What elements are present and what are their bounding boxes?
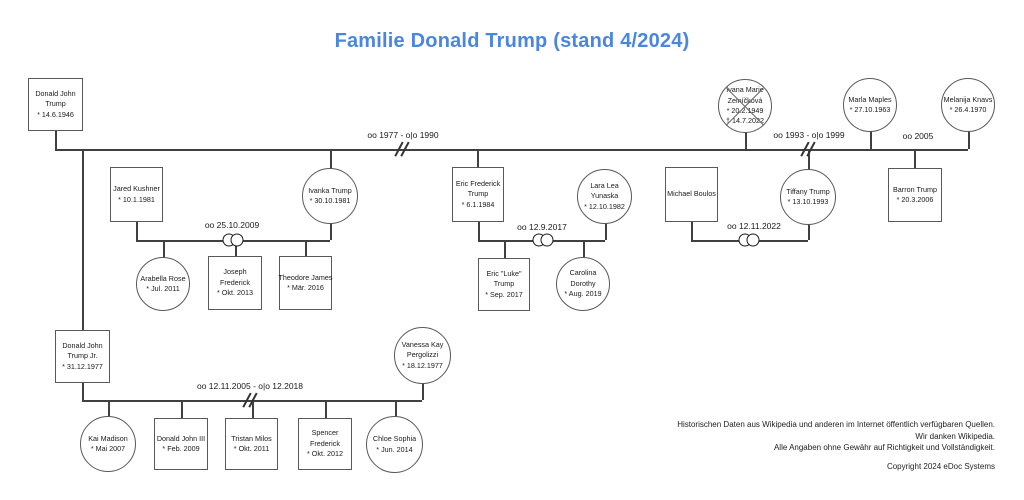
footer-disclaimer-line: Alle Angaben ohne Gewähr auf Richtigkeit… (773, 443, 995, 452)
person-text: Carolina Dorothy * Aug. 2019 (564, 268, 602, 299)
footer-copyright: Copyright 2024 eDoc Systems (886, 461, 995, 471)
connector-line (395, 400, 397, 417)
person-node-donald-john-iii: Donald John III * Feb. 2009 (154, 418, 208, 470)
person-text: Arabella Rose * Jul. 2011 (140, 273, 186, 293)
person-node-tiffany-trump: Tiffany Trump * 13.10.1993 (780, 169, 836, 225)
person-node-joseph-frederick: Joseph Frederick * Okt. 2013 (208, 256, 262, 310)
person-node-donald-trump-jr: Donald John Trump Jr. * 31.12.1977 (55, 330, 110, 383)
rings-symbol (222, 233, 244, 247)
person-node-barron-trump: Barron Trump * 20.3.2006 (888, 168, 942, 222)
person-text: Barron Trump * 20.3.2006 (893, 184, 937, 204)
person-node-donald-trump: Donald John Trump * 14.6.1946 (28, 78, 83, 131)
person-node-vanessa-pergolizzi: Vanessa Kay Pergolizzi * 18.12.1977 (394, 327, 451, 384)
person-node-eric-trump: Eric Frederick Trump * 6.1.1984 (452, 167, 504, 222)
connector-line (325, 400, 327, 418)
person-text: Spencer Frederick * Okt. 2012 (307, 428, 343, 459)
person-text: Chloe Sophia * Jun. 2014 (372, 434, 417, 454)
person-text: Ivanka Trump * 30.10.1981 (308, 185, 352, 205)
connector-line (808, 149, 810, 170)
person-node-eric-luke-trump: Eric "Luke" Trump * Sep. 2017 (478, 258, 530, 311)
connector-line (478, 222, 480, 240)
connector-line (252, 400, 254, 418)
person-text: Jared Kushner * 10.1.1981 (113, 184, 160, 204)
connector-line (330, 149, 332, 169)
person-node-arabella-rose: Arabella Rose * Jul. 2011 (136, 257, 190, 311)
person-text: Marla Maples * 27.10.1963 (848, 94, 892, 114)
person-node-michael-boulos: Michael Boulos (665, 167, 718, 222)
marriage-label: oo 25.10.2009 (204, 220, 260, 230)
connector-line (691, 222, 693, 240)
marriage-label: oo 1993 - o|o 1999 (773, 130, 845, 140)
connector-line (870, 131, 872, 149)
marriage-label: oo 2005 (902, 131, 934, 141)
person-text: Ivana Marie Zelníčková * 20.2.1949 † 14.… (726, 85, 764, 126)
connector-line (55, 131, 57, 149)
connector-line (108, 400, 110, 417)
person-node-melanija-knavs: Melanija Knavs * 26.4.1970 (941, 78, 995, 132)
connector-line (82, 383, 84, 400)
page-title: Familie Donald Trump (stand 4/2024) (334, 30, 690, 52)
person-node-theodore-james: Theodore James * Mär. 2016 (279, 256, 332, 310)
connector-line (55, 149, 968, 151)
wedding-ring-icon (230, 233, 244, 247)
person-node-kai-madison: Kai Madison * Mai 2007 (80, 416, 136, 472)
person-node-lara-yunaska: Lara Lea Yunaska * 12.10.1982 (577, 169, 632, 224)
connector-line (136, 222, 138, 240)
connector-line (181, 400, 183, 418)
person-node-spencer-frederick: Spencer Frederick * Okt. 2012 (298, 418, 352, 470)
person-text: Joseph Frederick * Okt. 2013 (217, 267, 253, 298)
marriage-label: oo 12.11.2005 - o|o 12.2018 (196, 381, 304, 391)
person-node-ivanka-trump: Ivanka Trump * 30.10.1981 (302, 168, 358, 224)
connector-line (968, 131, 970, 149)
marriage-label: oo 1977 - o|o 1990 (367, 130, 439, 140)
connector-line (605, 223, 607, 240)
connector-line (477, 149, 479, 167)
connector-line (808, 224, 810, 240)
connector-line (745, 132, 747, 149)
connector-line (82, 149, 84, 330)
person-node-jared-kushner: Jared Kushner * 10.1.1981 (110, 167, 163, 222)
person-text: Kai Madison * Mai 2007 (88, 433, 128, 453)
person-text: Donald John Trump Jr. * 31.12.1977 (62, 340, 103, 371)
person-text: Donald John III * Feb. 2009 (156, 433, 206, 453)
person-text: Theodore James * Mär. 2016 (278, 272, 333, 292)
connector-line (305, 240, 307, 256)
wedding-ring-icon (540, 233, 554, 247)
person-text: Melanija Knavs * 26.4.1970 (943, 94, 993, 114)
person-node-chloe-sophia: Chloe Sophia * Jun. 2014 (366, 416, 423, 473)
connector-line (422, 383, 424, 400)
person-text: Michael Boulos (667, 189, 716, 199)
person-text: Tiffany Trump * 13.10.1993 (786, 186, 830, 206)
person-node-carolina-dorothy: Carolina Dorothy * Aug. 2019 (556, 257, 610, 311)
person-node-ivana-zelnickova: Ivana Marie Zelníčková * 20.2.1949 † 14.… (718, 79, 772, 133)
rings-symbol (738, 233, 760, 247)
connector-line (583, 240, 585, 258)
person-text: Donald John Trump * 14.6.1946 (35, 88, 76, 119)
person-text: Lara Lea Yunaska * 12.10.1982 (584, 180, 625, 211)
connector-line (330, 223, 332, 240)
person-text: Eric "Luke" Trump * Sep. 2017 (485, 268, 523, 299)
connector-line (235, 240, 237, 256)
connector-line (914, 149, 916, 168)
wedding-ring-icon (746, 233, 760, 247)
footer-source-line: Historischen Daten aus Wikipedia und and… (677, 420, 995, 429)
person-text: Vanessa Kay Pergolizzi * 18.12.1977 (401, 339, 444, 370)
connector-line (163, 240, 165, 258)
footer-thanks-line: Wir danken Wikipedia. (915, 431, 995, 441)
person-text: Tristan Milos * Okt. 2011 (231, 433, 272, 453)
footer-notes: Historischen Daten aus Wikipedia und and… (677, 419, 995, 472)
person-node-marla-maples: Marla Maples * 27.10.1963 (843, 78, 897, 132)
person-text: Eric Frederick Trump * 6.1.1984 (455, 178, 501, 209)
marriage-label: oo 12.11.2022 (727, 221, 781, 231)
person-node-tristan-milos: Tristan Milos * Okt. 2011 (225, 418, 278, 470)
connector-line (504, 240, 506, 258)
marriage-label: oo 12.9.2017 (517, 222, 567, 232)
rings-symbol (532, 233, 554, 247)
